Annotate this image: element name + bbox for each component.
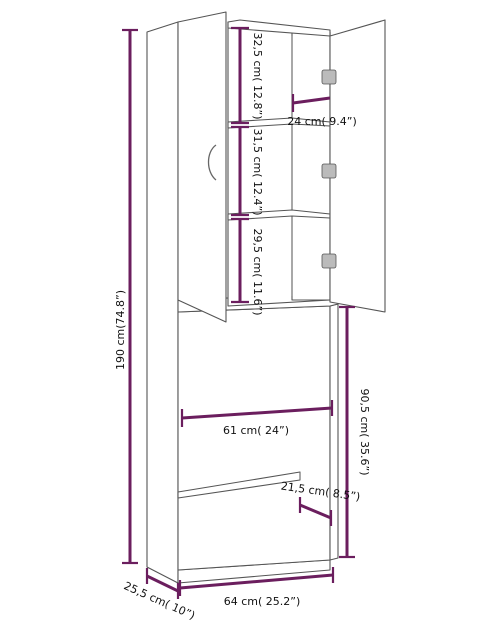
- inner-width-line: [181, 406, 333, 420]
- right-door: [329, 19, 386, 313]
- inner-width-label: 61 cm( 24”): [223, 424, 289, 437]
- shelf-1-height-label: 32,5 cm( 12.8”): [251, 32, 264, 119]
- lower-open-compartment: [177, 305, 331, 571]
- outer-depth-line: [146, 574, 179, 593]
- hinge-top: [321, 69, 337, 85]
- inner-depth-label: 24 cm( 9.4”): [287, 115, 357, 128]
- hinge-bottom: [321, 253, 337, 269]
- dimension-lines: [122, 26, 355, 599]
- door-handle: [207, 144, 217, 181]
- hinge-middle: [321, 163, 337, 179]
- left-door: [177, 11, 227, 323]
- outer-width-label: 64 cm( 25.2”): [224, 595, 301, 608]
- total-height-label: 190 cm(74.8”): [114, 290, 127, 370]
- left-side-panel: [146, 21, 179, 584]
- cabinet-drawing: [146, 11, 386, 584]
- outer-width-line: [179, 573, 334, 590]
- inner-depth-line: [292, 96, 331, 105]
- low-depth-line: [299, 503, 332, 520]
- cabinet-top: [227, 19, 331, 37]
- shelf-3-height-label: 29,5 cm( 11.6”): [251, 228, 264, 315]
- shelf-2-height-label: 31,5 cm( 12.4”): [251, 128, 264, 215]
- opening-height-label: 90,5 cm( 35.6”): [358, 388, 371, 475]
- outer-depth-label: 25,5 cm( 10”): [122, 579, 197, 622]
